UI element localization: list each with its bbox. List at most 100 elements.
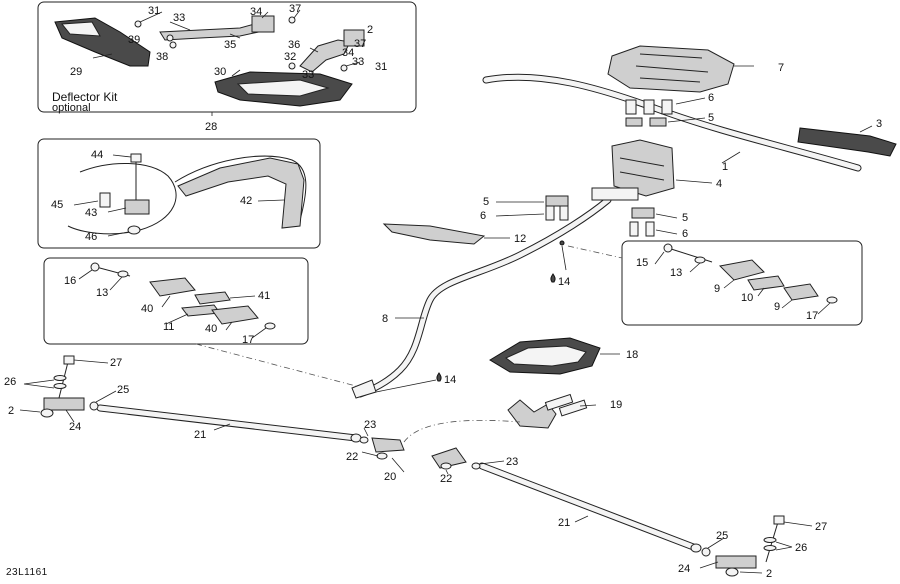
callout-3: 3 [876,118,882,130]
grip-3 [797,127,897,157]
screw-31-b [340,64,348,72]
screw-6a-1 [625,99,637,115]
leader-40a [161,295,171,308]
leader-44 [112,154,132,158]
callout-6b: 6 [480,210,486,222]
callout-8: 8 [382,313,388,325]
callout-27b: 27 [815,521,827,533]
insert-41 [194,291,231,305]
nut-38 [169,41,177,49]
washer-13b [694,256,706,264]
callout-21a: 21 [194,429,206,441]
callout-17b: 17 [806,310,818,322]
screw-6b-1 [545,205,555,221]
callout-31b: 31 [375,61,387,73]
callout-26b: 26 [795,542,807,554]
callout-14a: 14 [558,276,570,288]
washer-13a [117,270,129,278]
washer-39 [166,34,174,42]
callout-35: 35 [224,39,236,51]
callout-38: 38 [156,51,168,63]
callout-37a: 37 [289,3,301,15]
leader-26b [775,541,793,551]
leader-33b [345,61,361,67]
leader-21a [213,423,231,431]
callout-34b: 34 [342,47,354,59]
bar-inset-frame [37,138,321,249]
deflector-kit-subtitle: optional [52,102,91,114]
callout-27a: 27 [110,357,122,369]
rod-end-21a [350,433,362,443]
plate-9a [718,259,765,281]
leader-40b [225,321,233,331]
callout-1: 1 [722,161,728,173]
callout-24a: 24 [69,421,81,433]
callout-9a: 9 [714,283,720,295]
leader-22b [445,469,449,475]
callout-10: 10 [741,292,753,304]
jam-nut-25a [89,401,99,411]
leader-26a [23,379,55,389]
leader-31a [139,11,163,23]
tie-rod-21b-inner [479,463,699,551]
callout-18: 18 [626,349,638,361]
leader-9b [781,299,793,309]
bracket-12 [382,223,486,245]
bolt-head-16 [90,262,100,272]
steering-column-8-inner [357,197,611,397]
lube-drop-14a [550,273,556,283]
callout-22a: 22 [346,451,358,463]
leader-34a [261,11,269,19]
link-20b [431,447,467,469]
cap-5a-2 [649,117,667,127]
dash-left-inset [195,343,357,387]
callout-41: 41 [258,290,270,302]
bar-pad-outline [174,155,307,221]
leader-29 [92,53,113,59]
leader-27b [783,521,813,527]
callout-36: 36 [288,39,300,51]
handlebar-assembly: 7 6 5 3 1 4 [482,45,897,197]
callout-33b: 33 [352,56,364,68]
callout-2b: 2 [8,405,14,417]
callout-19: 19 [610,399,622,411]
insert-10 [747,275,785,291]
leader-4 [675,179,713,184]
callout-43: 43 [85,207,97,219]
dash-center-link [403,419,521,443]
nut-23b [471,462,481,470]
leader-25a [95,390,117,403]
cap-5c [631,207,655,219]
callout-17a: 17 [242,334,254,346]
column-bottom-lug [351,379,377,399]
leader-42 [257,199,285,202]
callout-42: 42 [240,195,252,207]
deflector-kit-title: Deflector Kit [52,90,118,104]
bolt-19a [544,393,574,411]
callout-2a: 2 [367,24,373,36]
left-inset-frame [43,257,309,345]
cover-18-face [505,345,587,367]
callout-7: 7 [778,62,784,74]
leader-24b [699,561,719,569]
leader-33a [169,21,191,31]
callout-40a: 40 [141,303,153,315]
leader-22a [361,451,379,457]
leader-5c [655,213,678,219]
callout-2c: 2 [766,568,772,579]
plate-40b [211,305,259,325]
leader-9a [723,279,735,289]
clamp-lower [343,29,365,47]
reference-code: 23L1161 [6,567,48,578]
screw-6a-2 [643,99,655,115]
callout-22b: 22 [440,473,452,485]
nut-17b [826,296,838,304]
clamp-upper [251,15,275,33]
washer-26a-2 [53,383,67,389]
leader-10 [757,287,765,297]
callout-26a: 26 [4,376,16,388]
nut-17a [264,322,276,330]
riser-4-detail [619,157,665,181]
leader-27a [73,359,109,364]
